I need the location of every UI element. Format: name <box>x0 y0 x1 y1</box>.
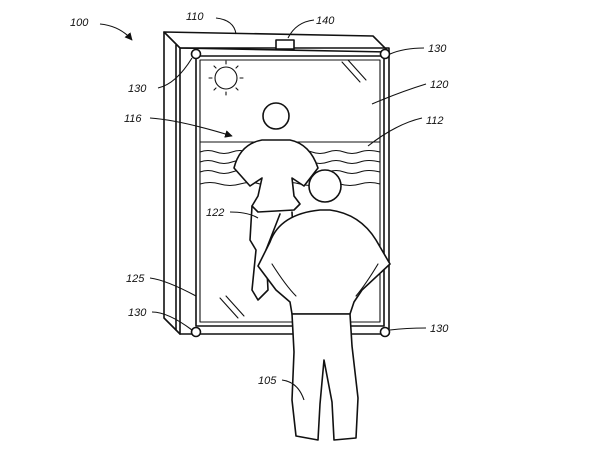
user-figure <box>257 169 391 441</box>
label-corner-bottom-right: 130 <box>430 323 449 335</box>
label-corner-bottom-left: 130 <box>128 307 147 319</box>
label-display: 120 <box>430 79 449 91</box>
leader-lines <box>99 17 427 401</box>
label-reflection: 122 <box>206 207 224 219</box>
label-user: 105 <box>258 375 277 387</box>
corner-marker-top-right <box>379 48 391 60</box>
corner-marker-bottom-right <box>379 326 391 338</box>
label-sensor: 140 <box>316 15 335 27</box>
sensor-icon <box>275 39 295 50</box>
corner-marker-top-left <box>190 48 202 60</box>
glare-marks <box>219 59 367 319</box>
label-corner-top-left: 130 <box>128 83 147 95</box>
label-background-image: 112 <box>426 115 444 127</box>
label-corner-top-right: 130 <box>428 43 447 55</box>
display-panel <box>195 55 385 327</box>
label-virtual-image: 116 <box>124 113 142 125</box>
label-housing-top: 110 <box>186 11 204 23</box>
label-frame-side: 125 <box>126 273 145 285</box>
label-fig: 100 <box>70 17 89 29</box>
sun-icon <box>208 60 244 96</box>
corner-marker-bottom-left <box>190 326 202 338</box>
